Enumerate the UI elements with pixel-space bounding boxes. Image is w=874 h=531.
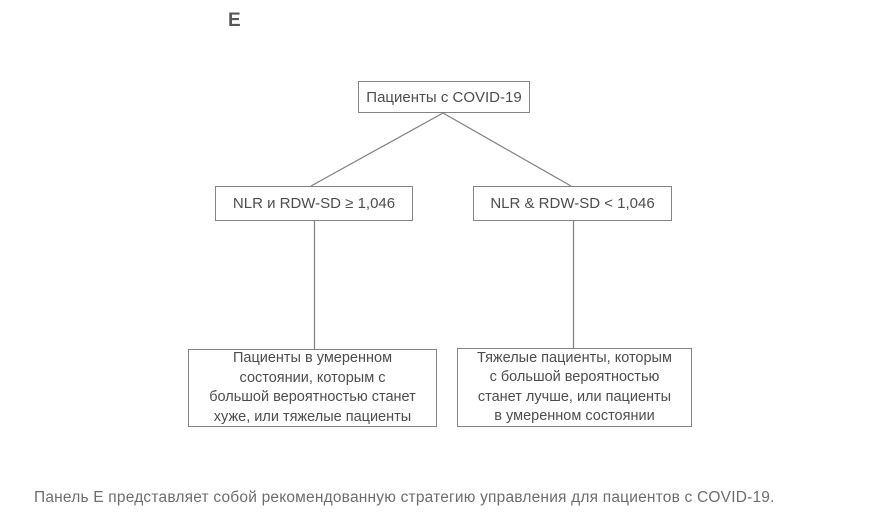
panel-letter-label: E xyxy=(228,10,241,31)
flowchart-node-outcome-worsen: Пациенты в умеренном состоянии, которым … xyxy=(188,349,437,427)
flowchart-node-root: Пациенты с COVID-19 xyxy=(358,81,530,113)
connector-root-to-right-branch xyxy=(442,112,572,187)
figure-caption: Панель E представляет собой рекомендован… xyxy=(34,489,775,506)
flowchart-node-outcome-improve: Тяжелые пациенты, которым с большой веро… xyxy=(457,348,692,427)
connector-root-to-left-branch xyxy=(310,112,444,187)
flowchart-node-branch-high-nlr-rdw: NLR и RDW-SD ≥ 1,046 xyxy=(215,186,413,221)
flowchart-node-branch-low-nlr-rdw: NLR & RDW-SD < 1,046 xyxy=(473,186,672,221)
